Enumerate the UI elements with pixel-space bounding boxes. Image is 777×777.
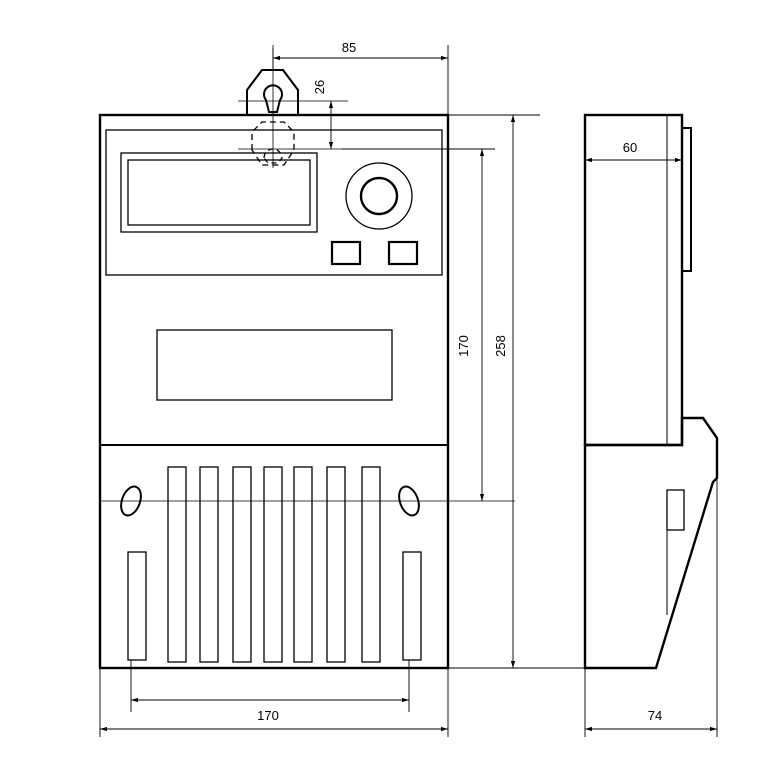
button-left <box>330 240 362 266</box>
dim-label-170-vertical: 170 <box>456 335 471 357</box>
side-view <box>583 113 719 670</box>
nameplate-window <box>156 329 393 401</box>
hanger-bracket <box>246 69 299 115</box>
side-clip <box>681 127 692 272</box>
terminal-slot <box>361 466 381 663</box>
mounting-hole-left <box>120 485 142 517</box>
hanger-hidden-position <box>251 121 295 166</box>
terminal-slot <box>199 466 219 663</box>
side-slot-right <box>402 551 422 661</box>
terminal-slot <box>326 466 346 663</box>
meter-body-outline <box>98 113 450 670</box>
dial-knob <box>359 176 399 216</box>
hanger-keyhole <box>263 84 283 113</box>
dim-label-26: 26 <box>312 80 327 94</box>
hanger-hidden-keyhole <box>263 148 283 164</box>
meter-upper-panel <box>105 129 443 276</box>
dim-label-258: 258 <box>493 335 508 357</box>
terminal-slot <box>232 466 252 663</box>
side-slot-left <box>127 551 147 661</box>
dim-label-170-horizontal: 170 <box>257 708 279 723</box>
lcd-display-inner <box>127 159 311 226</box>
side-cover-window <box>666 489 685 531</box>
terminal-slot <box>167 466 187 663</box>
lcd-display-outer <box>120 152 318 233</box>
dim-label-85: 85 <box>342 40 356 55</box>
side-lower-cover <box>583 416 719 670</box>
terminal-slot <box>263 466 283 663</box>
dial-ring <box>345 162 413 230</box>
button-right <box>387 240 419 266</box>
terminal-slot <box>293 466 313 663</box>
front-view <box>98 45 515 670</box>
terminal-slots <box>127 466 422 663</box>
dim-label-60: 60 <box>623 140 637 155</box>
dim-label-74: 74 <box>648 708 662 723</box>
mounting-hole-right <box>398 485 420 517</box>
